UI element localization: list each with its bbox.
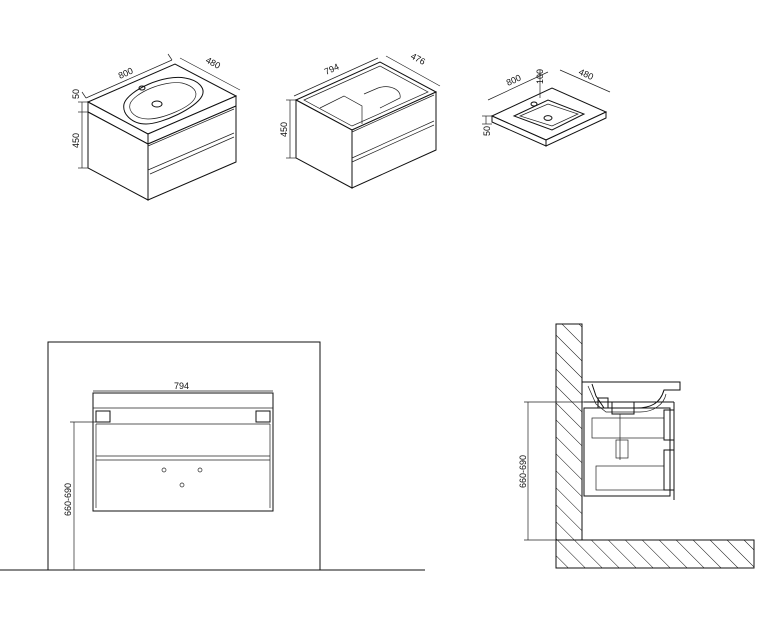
dim-iso2-depth: 476 xyxy=(409,51,427,67)
dim-iso1-cabinet-height: 450 xyxy=(71,133,81,148)
dim-iso2-width: 794 xyxy=(323,62,341,77)
dim-side-mount-height: 660-690 xyxy=(518,455,528,488)
dim-front-width: 794 xyxy=(174,381,189,391)
iso-cabinet: 794 476 450 xyxy=(279,51,441,189)
iso-full-vanity: 800 480 50 450 xyxy=(71,53,241,201)
front-elevation: 794 660-690 xyxy=(0,341,425,571)
dim-iso1-depth: 480 xyxy=(204,55,222,71)
dim-iso3-rim: 50 xyxy=(482,126,492,136)
iso-basin: 800 100 480 50 xyxy=(482,67,611,147)
dim-iso1-width: 800 xyxy=(117,66,135,81)
dim-iso3-depth: 480 xyxy=(577,67,595,82)
dim-iso3-height: 100 xyxy=(535,69,545,84)
side-section: 660-690 xyxy=(518,323,755,569)
dim-iso3-width: 800 xyxy=(505,73,523,88)
dim-iso1-top-height: 50 xyxy=(71,89,81,99)
dim-front-mount-height: 660-690 xyxy=(63,483,73,516)
dim-iso2-height: 450 xyxy=(279,122,289,137)
